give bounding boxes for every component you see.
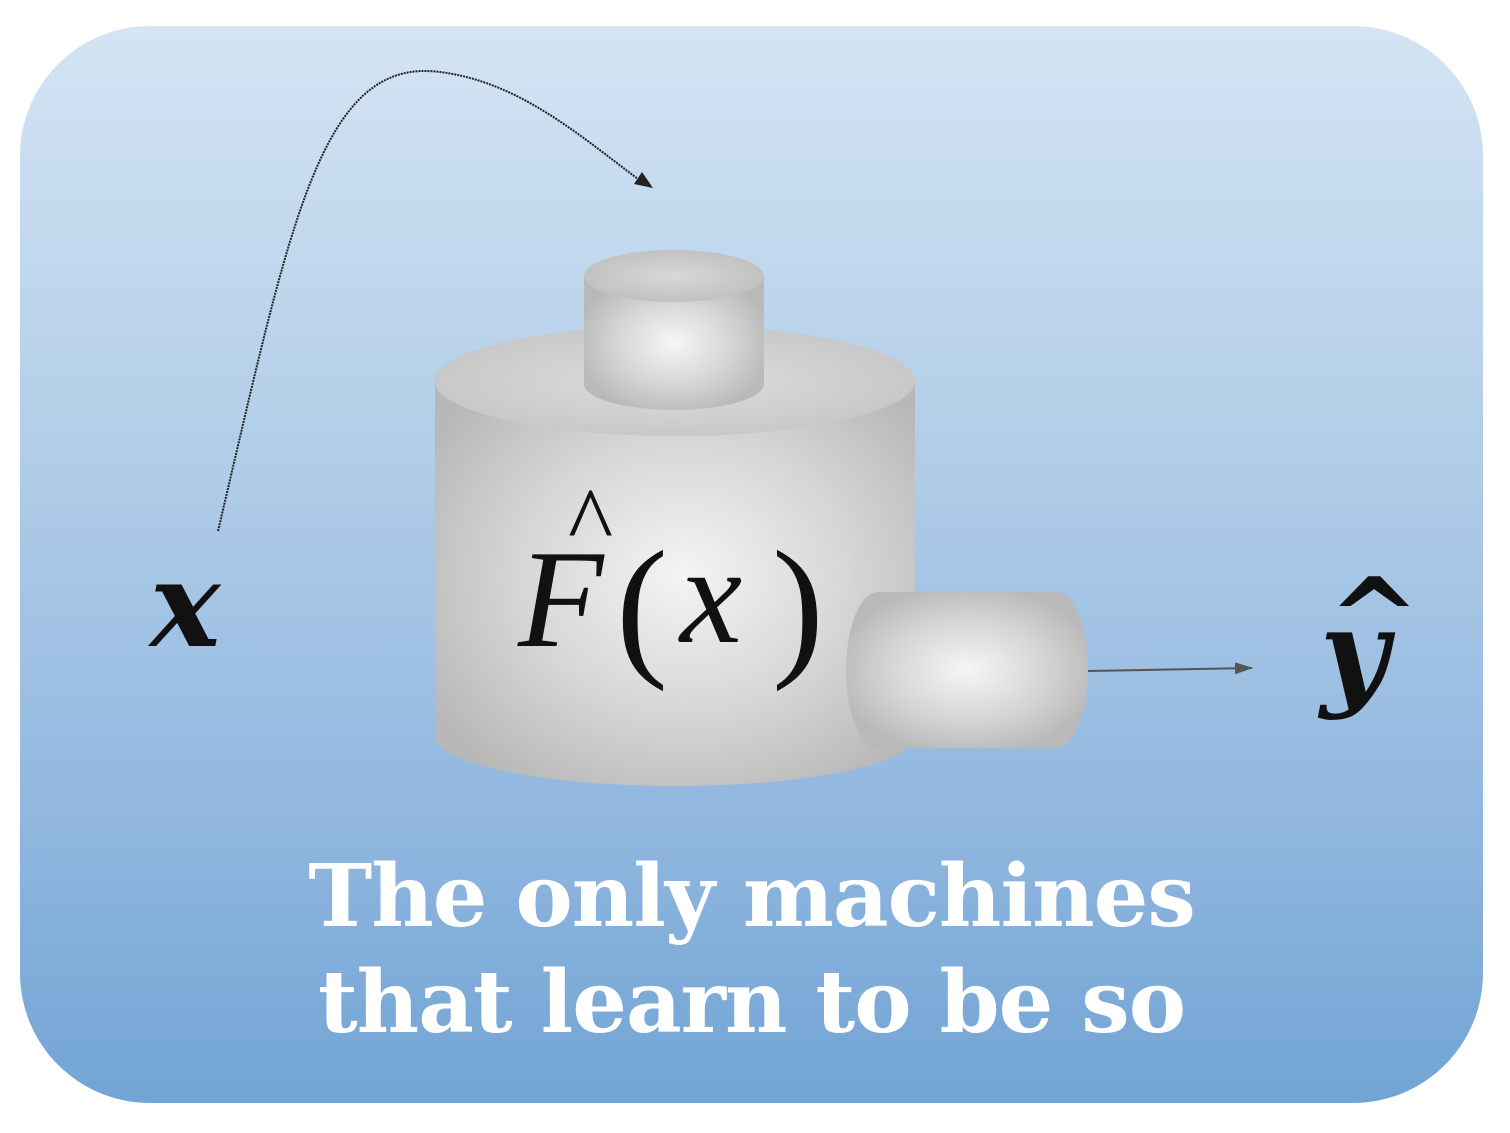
diagram-card: x ^ y ^ F ( x ) The only machines that l…	[20, 26, 1483, 1103]
top-cylinder	[584, 250, 764, 410]
caption-line-1: The only machines	[308, 846, 1196, 947]
output-symbol: y	[1317, 583, 1396, 722]
side-cylinder	[846, 592, 1088, 748]
function-hat: ^	[568, 468, 613, 575]
input-arrow-head	[634, 172, 653, 188]
machine-diagram: x ^ y ^ F ( x )	[147, 69, 1420, 786]
function-letter: F	[517, 522, 605, 677]
output-hat: ^	[1328, 553, 1420, 682]
function-close-paren: )	[772, 519, 824, 692]
output-arrow	[1087, 662, 1253, 675]
function-open-paren: (	[616, 519, 668, 692]
function-label: ^ F ( x )	[517, 468, 824, 692]
function-arg: x	[678, 518, 742, 673]
input-arrow	[217, 69, 643, 532]
input-symbol: x	[147, 535, 222, 674]
caption: The only machines that learn to be so	[20, 844, 1483, 1056]
caption-line-2: that learn to be so	[317, 952, 1186, 1053]
